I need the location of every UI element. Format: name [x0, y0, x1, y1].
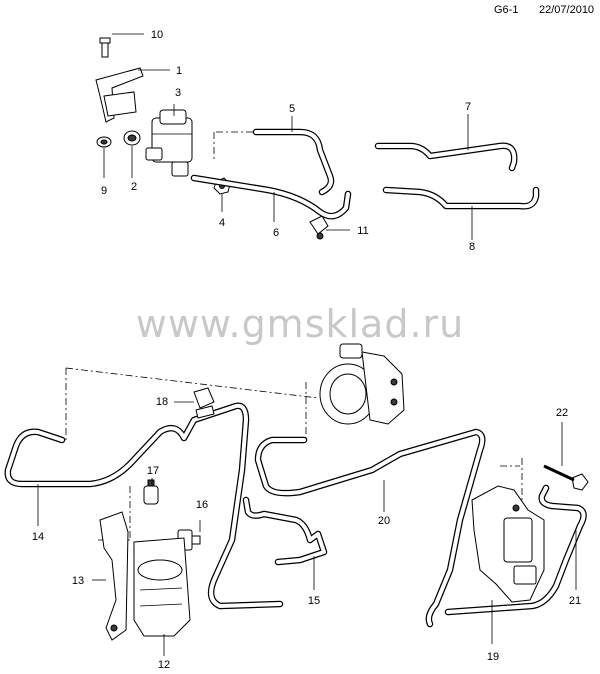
connection-line: [213, 131, 256, 160]
bolt-part: [99, 37, 111, 58]
callout-12: 12: [158, 659, 170, 671]
callout-22: 22: [556, 407, 568, 419]
hose-21: [444, 484, 587, 616]
callout-18: 18: [156, 396, 168, 408]
hose-15: [242, 496, 328, 566]
callout-14: 14: [32, 531, 44, 543]
callout-10: 10: [151, 29, 163, 41]
callout-4: 4: [219, 217, 225, 229]
diagram-date: 22/07/2010: [539, 4, 595, 16]
callout-16: 16: [196, 499, 208, 511]
hose-clip-part: [309, 215, 329, 240]
callout-21: 21: [569, 595, 581, 607]
hose-20: [254, 428, 486, 628]
sensor-part: [143, 479, 159, 505]
watermark: www.gmsklad.ru: [135, 302, 465, 346]
callout-5: 5: [289, 103, 295, 115]
hose-5: [252, 128, 335, 196]
callout-6: 6: [273, 227, 279, 239]
leader-lines: [37, 33, 577, 656]
hose-7: [374, 142, 518, 172]
bracket-13-part: [99, 511, 129, 641]
callout-7: 7: [465, 101, 471, 113]
bolt-22-part: [543, 464, 589, 491]
callout-3: 3: [175, 87, 181, 99]
callout-13: 13: [72, 575, 84, 587]
callout-20: 20: [378, 515, 390, 527]
solenoid-valve-part: [145, 109, 193, 177]
callout-15: 15: [308, 595, 320, 607]
callout-17: 17: [147, 465, 159, 477]
bracket-part: [95, 67, 144, 123]
hose-6: [190, 174, 352, 220]
clip-part: [96, 136, 112, 148]
hose-14: [4, 402, 284, 610]
callout-11: 11: [357, 225, 368, 237]
vacuum-pump-part: [319, 343, 405, 425]
callout-1: 1: [176, 65, 182, 77]
hose-clip-18: [193, 387, 215, 419]
diagram-code: G6-1: [494, 4, 519, 16]
grommet-part: [123, 130, 141, 146]
callout-19: 19: [487, 651, 499, 663]
hose-8: [382, 186, 540, 210]
callout-2: 2: [131, 181, 137, 193]
reservoir-part: [133, 537, 191, 637]
callout-9: 9: [101, 185, 107, 197]
callout-8: 8: [469, 241, 475, 253]
actuator-part: [471, 485, 545, 603]
